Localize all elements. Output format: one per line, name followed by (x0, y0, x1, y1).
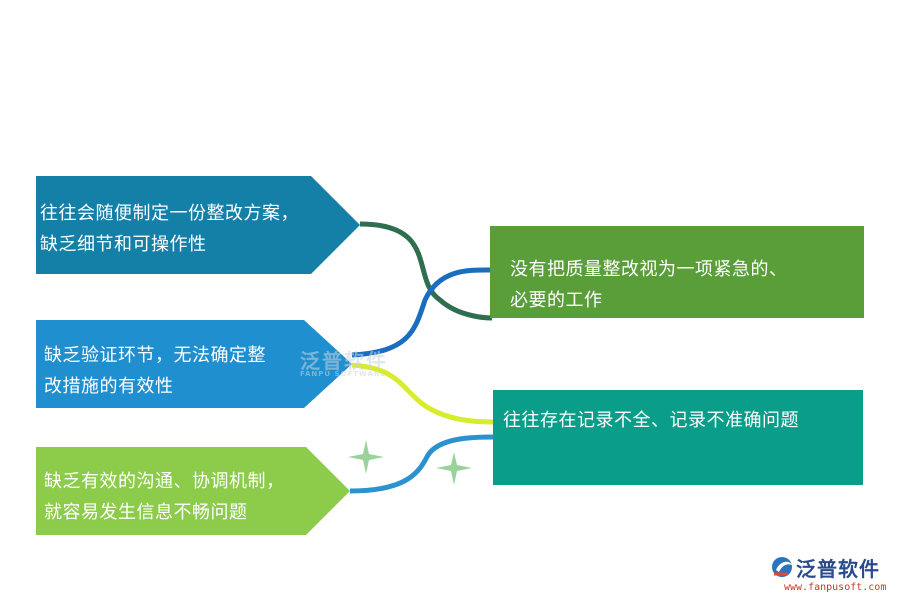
issue-node-1-text: 没有把质量整改视为一项紧急的、 必要的工作 (510, 259, 788, 311)
connector-2 (351, 267, 493, 358)
logo-name: 泛普软件 (796, 557, 880, 581)
sparkle-icon (348, 440, 384, 474)
issue-node-2 (493, 390, 863, 485)
cause-node-1-text: 往往会随便制定一份整改方案， 缺乏细节和可操作性 (40, 203, 299, 255)
watermark: 泛普软件 FANPU SOFTWARE (300, 349, 388, 378)
connector-3 (351, 362, 495, 425)
cause-node-3 (36, 447, 350, 535)
cause-node-1 (36, 176, 360, 274)
connector-4 (349, 434, 495, 494)
cause-node-2 (36, 320, 352, 408)
brand-logo: 泛普软件 www.fanpusoft.com (768, 553, 894, 597)
logo-icon (772, 557, 792, 577)
issue-node-2-text: 往往存在记录不全、记录不准确问题 (503, 410, 799, 431)
sparkle-icon (436, 452, 472, 485)
cause-node-3-text: 缺乏有效的沟通、协调机制， 就容易发生信息不畅问题 (44, 471, 285, 523)
issue-node-1 (490, 226, 864, 318)
cause-node-2-text: 缺乏验证环节，无法确定整 改措施的有效性 (44, 345, 266, 397)
logo-url: www.fanpusoft.com (784, 582, 887, 593)
